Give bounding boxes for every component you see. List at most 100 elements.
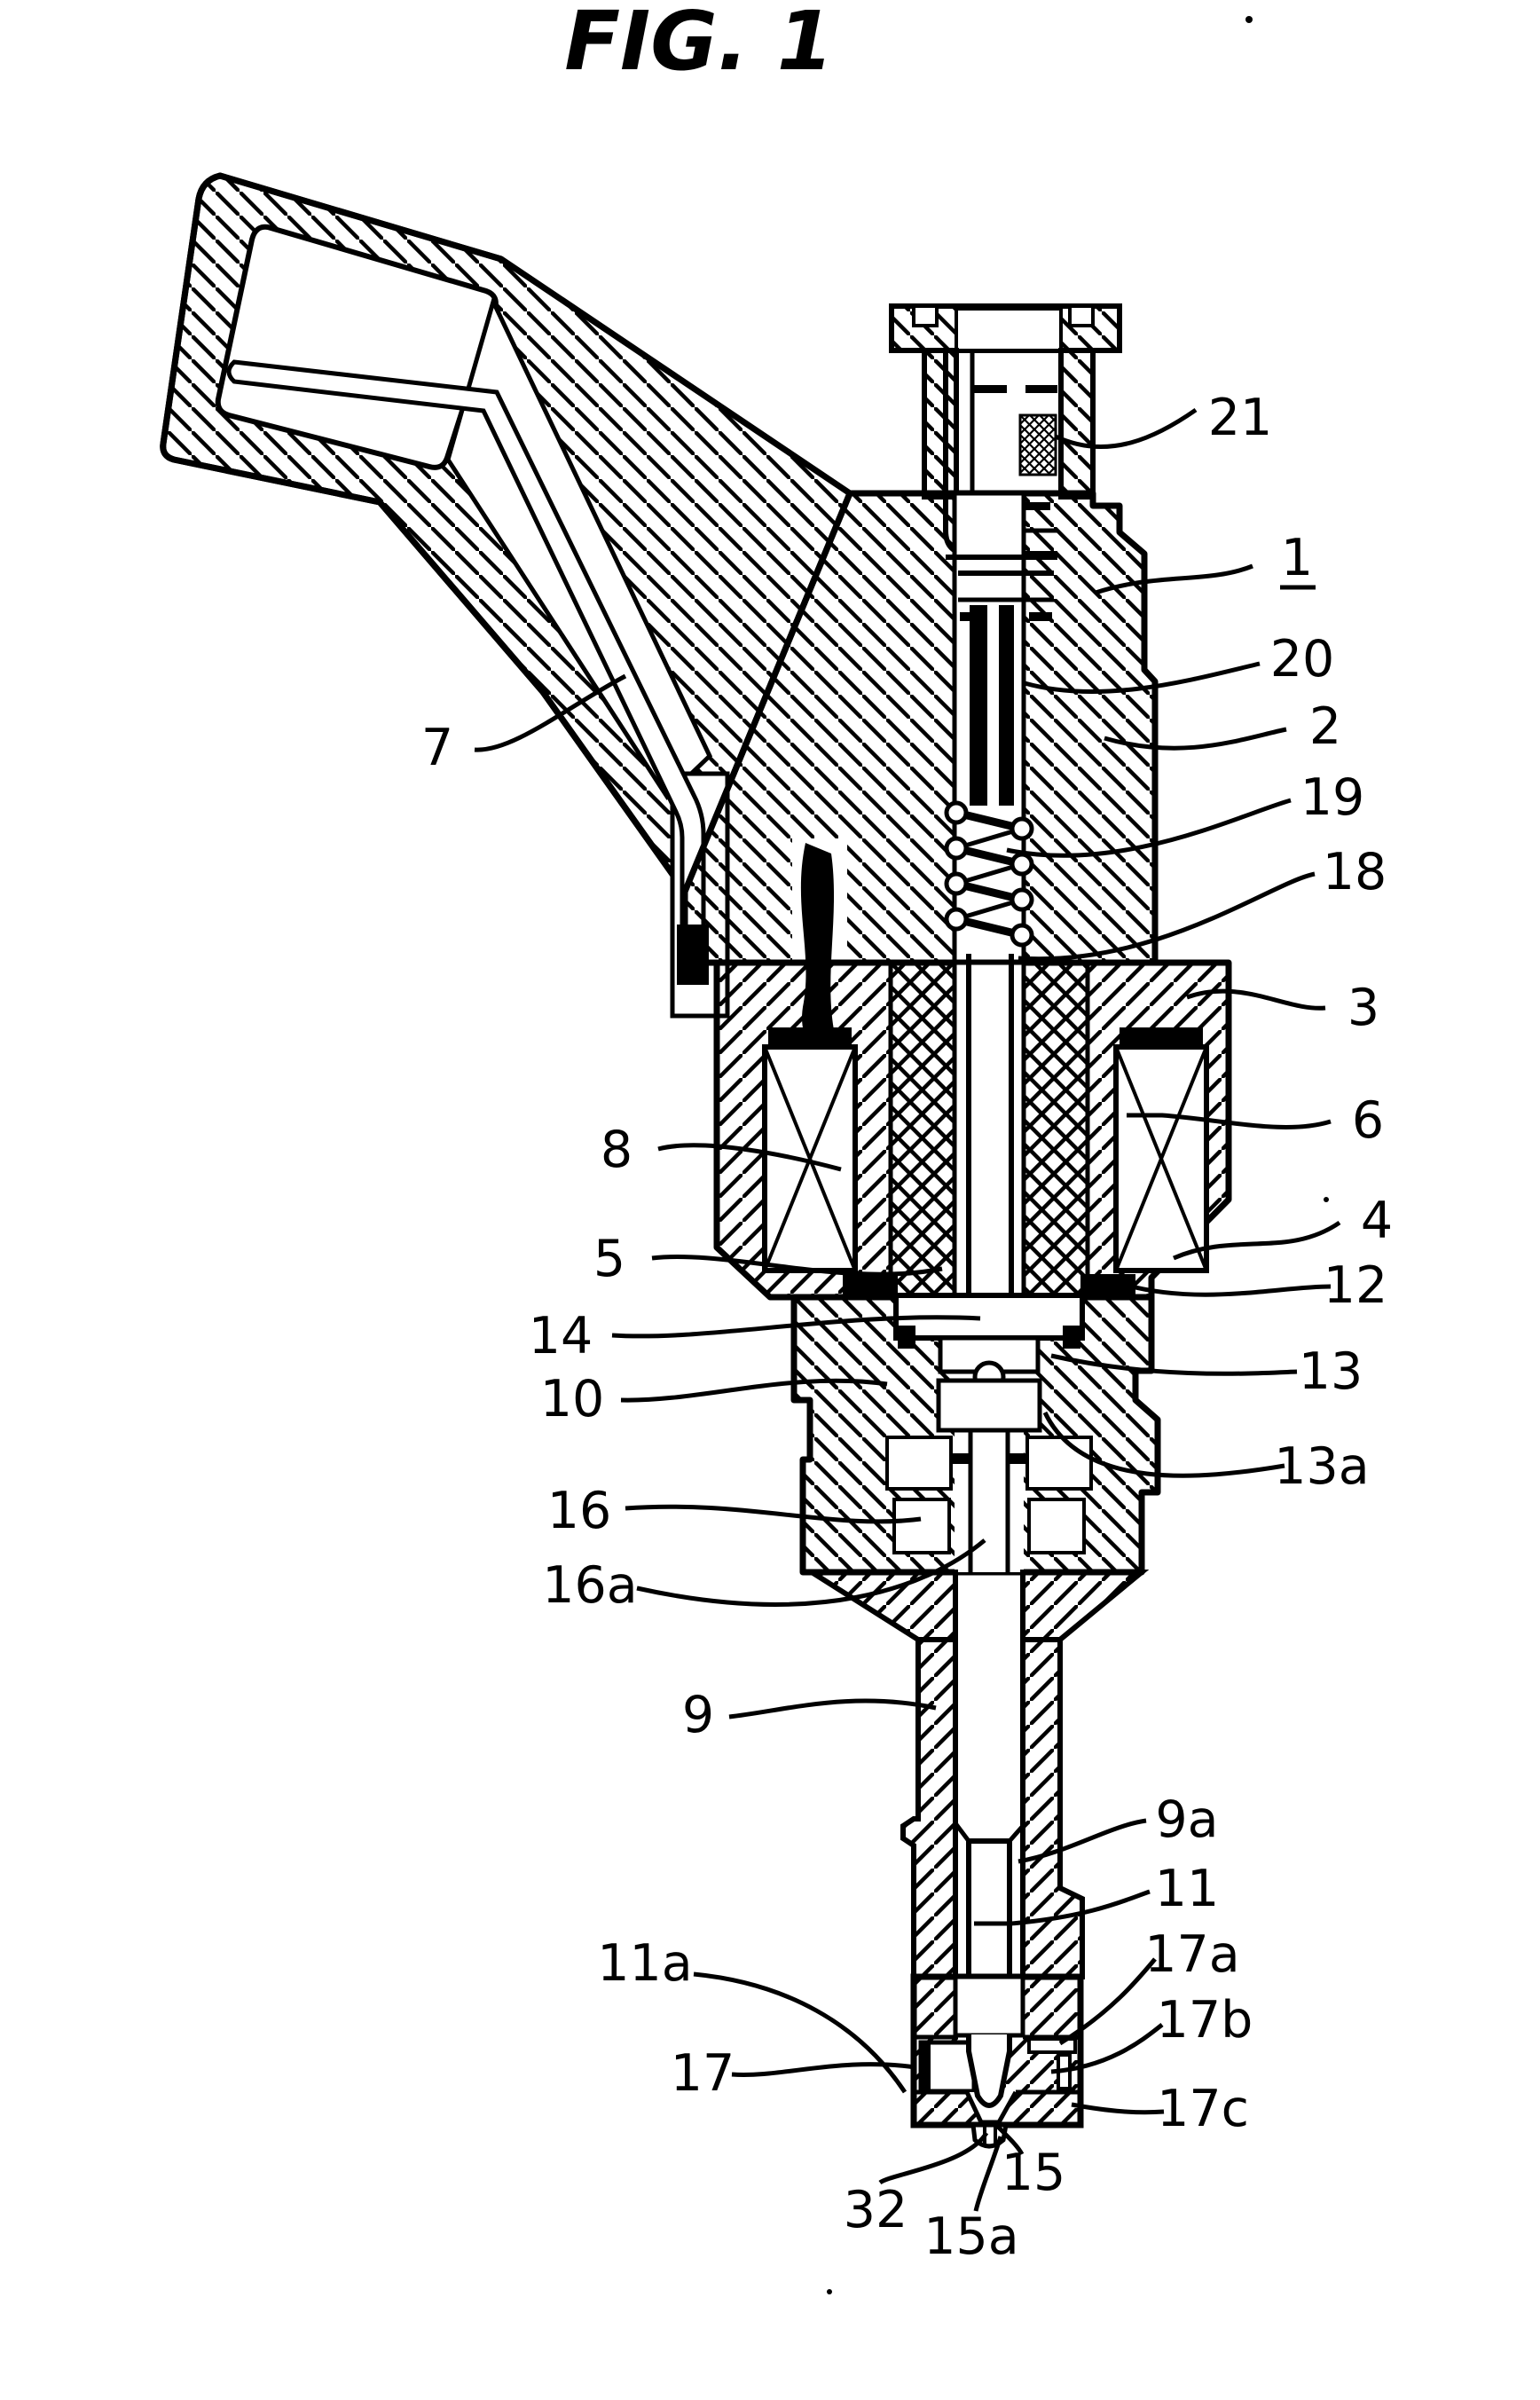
ref-label-32: 32	[844, 2181, 908, 2239]
print-dot	[1245, 16, 1253, 23]
leader-lines	[474, 407, 1341, 2212]
pocket-right	[1025, 1436, 1093, 1491]
ref-label-17b: 17b	[1157, 1991, 1253, 2050]
needle-tip	[966, 2034, 1012, 2108]
ref-label-1: 1	[1281, 529, 1313, 587]
ref-label-5: 5	[593, 1230, 625, 1288]
ref-label-17: 17	[671, 2044, 735, 2103]
tip-bore	[953, 1974, 1025, 2038]
leader-15a	[973, 2136, 1003, 2212]
leader-10	[620, 1378, 888, 1403]
guide-seal	[1063, 1326, 1080, 1349]
coil-right	[1113, 1027, 1209, 1273]
ref-label-16a: 16a	[542, 1556, 637, 1615]
adjusting-pipe-right	[999, 605, 1014, 806]
solenoid-housing-section	[713, 954, 1232, 1301]
socket-cavity	[215, 224, 499, 470]
taper-right	[1020, 1570, 1150, 1642]
seal-left	[843, 1274, 898, 1298]
tick	[949, 1453, 970, 1464]
resin-body-section	[681, 490, 1159, 1060]
ref-label-8: 8	[601, 1121, 632, 1179]
ref-label-17a: 17a	[1144, 1925, 1239, 1984]
print-dot	[1324, 1197, 1329, 1202]
leader-9	[728, 1698, 937, 1719]
ref-label-11a: 11a	[597, 1934, 692, 1993]
ref-label-3: 3	[1348, 979, 1379, 1037]
terminal-pin	[226, 359, 706, 932]
washer-edge	[921, 2042, 931, 2091]
leader-11	[974, 1889, 1151, 1926]
leader-16a	[636, 1538, 986, 1607]
leader-8	[657, 1143, 842, 1172]
ref-label-10: 10	[540, 1370, 605, 1428]
ref-label-20: 20	[1270, 630, 1335, 689]
leader-18	[1018, 871, 1316, 962]
inlet-pipe-wall-left	[922, 348, 959, 500]
ref-label-13: 13	[1299, 1342, 1363, 1401]
flange-notch-left	[912, 304, 939, 327]
leader-5	[651, 1254, 943, 1277]
leader-19	[1006, 798, 1292, 858]
ref-label-15: 15	[1002, 2144, 1066, 2202]
leader-13a	[1042, 1411, 1285, 1478]
joint-slot-left	[892, 1498, 951, 1554]
flange-bore	[955, 307, 1063, 352]
tube-dash	[1025, 385, 1057, 393]
leader-32	[878, 2131, 989, 2185]
figure-title: FIG. 1	[564, 0, 834, 89]
inlet-pipe-wall-right	[1058, 348, 1096, 500]
ref-label-14: 14	[529, 1307, 593, 1365]
ref-label-16: 16	[547, 1482, 612, 1540]
pocket-left	[885, 1436, 953, 1491]
ref-label-7: 7	[421, 719, 453, 777]
connector-outline	[160, 172, 688, 894]
ref-label-2: 2	[1309, 697, 1341, 756]
flange-notch-right	[1068, 304, 1095, 327]
nozzle-section	[802, 1570, 1150, 2149]
tube-dash	[974, 385, 1007, 393]
reference-numerals: FIG. 1 21 1 20 2 19 18 3 6 4 12 13 13a 9…	[421, 0, 1393, 2266]
ref-label-9: 9	[682, 1686, 714, 1744]
leader-4	[1173, 1220, 1341, 1261]
leader-12	[1124, 1282, 1332, 1297]
taper-left	[802, 1570, 958, 1642]
ref-label-11: 11	[1155, 1860, 1220, 1918]
core-sleeve-left	[888, 960, 957, 1300]
ref-label-21: 21	[1208, 389, 1273, 447]
leader-13	[1050, 1353, 1298, 1376]
coil-left	[762, 1027, 858, 1273]
valve-collar	[936, 1378, 1042, 1433]
valve-section	[790, 1274, 1161, 1576]
core-sleeve-right	[1021, 960, 1090, 1300]
leader-17a	[1058, 1957, 1157, 2046]
leader-9a	[1018, 1818, 1147, 1864]
ref-label-6: 6	[1352, 1091, 1384, 1150]
leader-21	[1054, 407, 1198, 450]
ref-label-15a: 15a	[923, 2207, 1018, 2266]
tick	[1008, 1453, 1029, 1464]
leader-7	[474, 673, 627, 752]
leader-15	[994, 2122, 1025, 2156]
ref-label-13a: 13a	[1274, 1437, 1369, 1496]
guide-seal	[898, 1326, 915, 1349]
leader-16	[625, 1504, 922, 1524]
fuel-filter	[1018, 413, 1057, 476]
leader-1	[1095, 563, 1253, 595]
ref-label-19: 19	[1300, 768, 1365, 827]
cap-dash	[1029, 612, 1052, 621]
joint-slot-right	[1027, 1498, 1086, 1554]
adjusting-pipe-left	[970, 605, 987, 806]
ref-label-9a: 9a	[1155, 1790, 1218, 1849]
coil-spring	[944, 800, 1034, 948]
ref-label-4: 4	[1361, 1192, 1393, 1250]
nozzle-wall-left	[900, 1637, 958, 1979]
bore-step	[954, 1822, 970, 1843]
leader-20	[1024, 661, 1261, 695]
nozzle-wall-right	[1020, 1637, 1085, 1979]
leader-17c	[1071, 2102, 1165, 2115]
ref-label-12: 12	[1324, 1256, 1388, 1315]
ref-label-18: 18	[1323, 843, 1387, 901]
